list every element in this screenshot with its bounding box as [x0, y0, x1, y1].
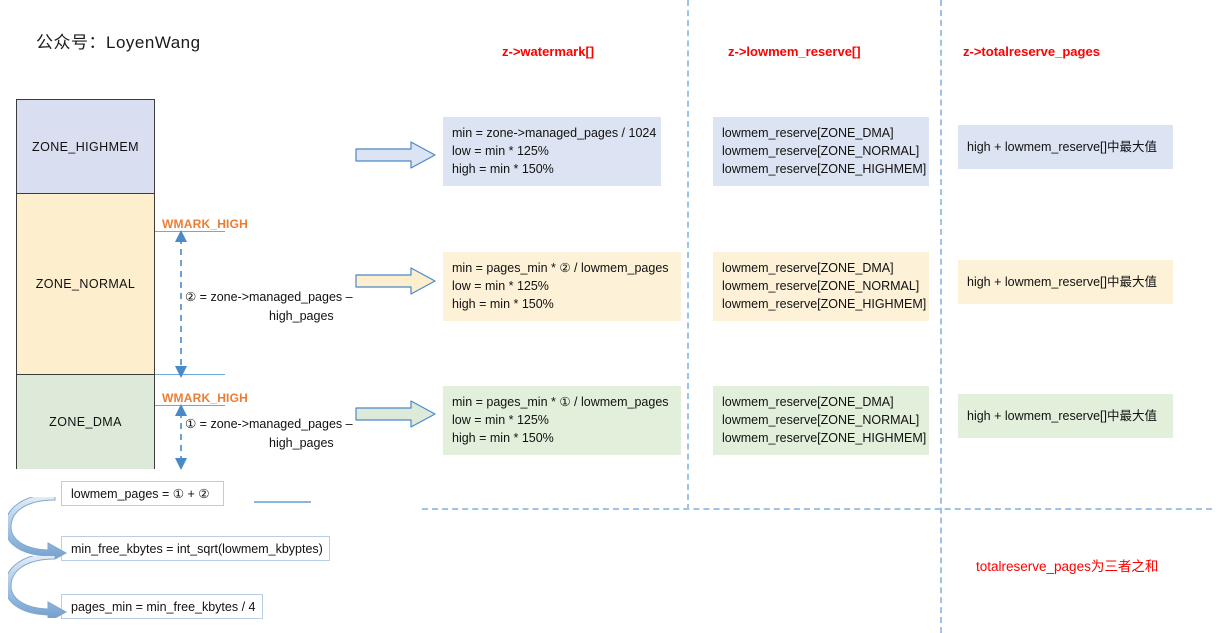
arrow-to-dma-watermark — [355, 400, 436, 428]
totalreserve-dma-text: high + lowmem_reserve[]中最大值 — [967, 408, 1157, 423]
formula-pages-min-text: pages_min = min_free_kbytes / 4 — [71, 599, 256, 614]
totalreserve-box-dma: high + lowmem_reserve[]中最大值 — [958, 394, 1173, 438]
watermark-normal-min: min = pages_min * ② / lowmem_pages — [452, 261, 669, 275]
arrow-to-normal-watermark — [355, 267, 436, 295]
lowmem-dma-dma: lowmem_reserve[ZONE_DMA] — [722, 395, 894, 409]
watermark-dma-min: min = pages_min * ① / lowmem_pages — [452, 395, 669, 409]
totalreserve-normal-text: high + lowmem_reserve[]中最大值 — [967, 274, 1157, 289]
column-divider-2 — [940, 0, 942, 633]
totalreserve-highmem-text: high + lowmem_reserve[]中最大值 — [967, 139, 1157, 154]
lowmem-dma-highmem: lowmem_reserve[ZONE_HIGHMEM] — [722, 431, 927, 445]
column-header-watermark: z->watermark[] — [502, 44, 595, 59]
arrow-to-highmem-watermark — [355, 141, 436, 169]
formula-box-pages-min: pages_min = min_free_kbytes / 4 — [61, 594, 263, 619]
normal-range-double-arrow — [175, 230, 187, 378]
underline-rule — [254, 501, 311, 503]
zone-dma-annotation: ① = zone->managed_pages – high_pages — [185, 415, 353, 453]
totalreserve-footer-note: totalreserve_pages为三者之和 — [976, 559, 1159, 574]
formula-box-min-free-kbytes: min_free_kbytes = int_sqrt(lowmem_kbypte… — [61, 536, 330, 561]
zone-normal-bottom-level-line — [155, 374, 225, 375]
zone-label-normal: ZONE_NORMAL — [35, 277, 136, 291]
lowmem-normal-highmem: lowmem_reserve[ZONE_HIGHMEM] — [722, 297, 927, 311]
watermark-dma-low: low = min * 125% — [452, 413, 549, 427]
lowmem-reserve-box-highmem: lowmem_reserve[ZONE_DMA] lowmem_reserve[… — [713, 117, 929, 186]
page-title: 公众号：LoyenWang — [36, 33, 201, 52]
zone-normal-annotation-line2: high_pages — [269, 309, 334, 323]
lowmem-reserve-box-normal: lowmem_reserve[ZONE_DMA] lowmem_reserve[… — [713, 252, 929, 321]
zone-normal-annotation: ② = zone->managed_pages – high_pages — [185, 288, 353, 326]
watermark-box-dma: min = pages_min * ① / lowmem_pages low =… — [443, 386, 681, 455]
dma-range-double-arrow — [175, 404, 187, 470]
totalreserve-box-normal: high + lowmem_reserve[]中最大值 — [958, 260, 1173, 304]
lowmem-reserve-box-dma: lowmem_reserve[ZONE_DMA] lowmem_reserve[… — [713, 386, 929, 455]
watermark-highmem-min: min = zone->managed_pages / 1024 — [452, 126, 657, 140]
column-header-lowmem-reserve: z->lowmem_reserve[] — [728, 44, 861, 59]
zone-dma-annotation-line2: high_pages — [269, 436, 334, 450]
watermark-box-highmem: min = zone->managed_pages / 1024 low = m… — [443, 117, 661, 186]
column-divider-1 — [687, 0, 689, 510]
wmark-high-label-normal: WMARK_HIGH — [162, 217, 248, 231]
watermark-box-normal: min = pages_min * ② / lowmem_pages low =… — [443, 252, 681, 321]
lowmem-dma-normal: lowmem_reserve[ZONE_NORMAL] — [722, 413, 920, 427]
formula-lowmem-pages-text: lowmem_pages = ① + ② — [71, 487, 210, 501]
curved-arrow-minfree-to-pagesmin — [8, 556, 68, 618]
zone-stack: ZONE_HIGHMEM ZONE_NORMAL ZONE_DMA — [16, 99, 155, 469]
zone-label-highmem: ZONE_HIGHMEM — [32, 139, 139, 154]
wmark-high-level-line-normal — [155, 231, 225, 232]
lowmem-highmem-dma: lowmem_reserve[ZONE_DMA] — [722, 126, 894, 140]
formula-box-lowmem-pages: lowmem_pages = ① + ② — [61, 481, 224, 506]
curved-arrow-lowmem-to-minfree — [8, 497, 68, 559]
zone-dma-annotation-line1: ① = zone->managed_pages – — [185, 417, 353, 431]
zone-block-dma: ZONE_DMA — [17, 375, 154, 469]
zone-label-dma: ZONE_DMA — [49, 415, 122, 429]
zone-block-normal: ZONE_NORMAL — [17, 194, 154, 375]
totalreserve-box-highmem: high + lowmem_reserve[]中最大值 — [958, 125, 1173, 169]
watermark-highmem-high: high = min * 150% — [452, 162, 554, 176]
formula-min-free-kbytes-text: min_free_kbytes = int_sqrt(lowmem_kbypte… — [71, 541, 323, 556]
watermark-dma-high: high = min * 150% — [452, 431, 554, 445]
lowmem-highmem-normal: lowmem_reserve[ZONE_NORMAL] — [722, 144, 920, 158]
zone-block-highmem: ZONE_HIGHMEM — [17, 100, 154, 194]
watermark-highmem-low: low = min * 125% — [452, 144, 549, 158]
wmark-high-level-line-dma — [155, 405, 225, 406]
lowmem-normal-dma: lowmem_reserve[ZONE_DMA] — [722, 261, 894, 275]
watermark-normal-high: high = min * 150% — [452, 297, 554, 311]
watermark-normal-low: low = min * 125% — [452, 279, 549, 293]
wmark-high-label-dma: WMARK_HIGH — [162, 391, 248, 405]
column-header-totalreserve-pages: z->totalreserve_pages — [963, 44, 1100, 59]
lowmem-highmem-highmem: lowmem_reserve[ZONE_HIGHMEM] — [722, 162, 927, 176]
lowmem-normal-normal: lowmem_reserve[ZONE_NORMAL] — [722, 279, 920, 293]
section-divider-horizontal — [422, 508, 1212, 510]
zone-normal-annotation-line1: ② = zone->managed_pages – — [185, 290, 353, 304]
